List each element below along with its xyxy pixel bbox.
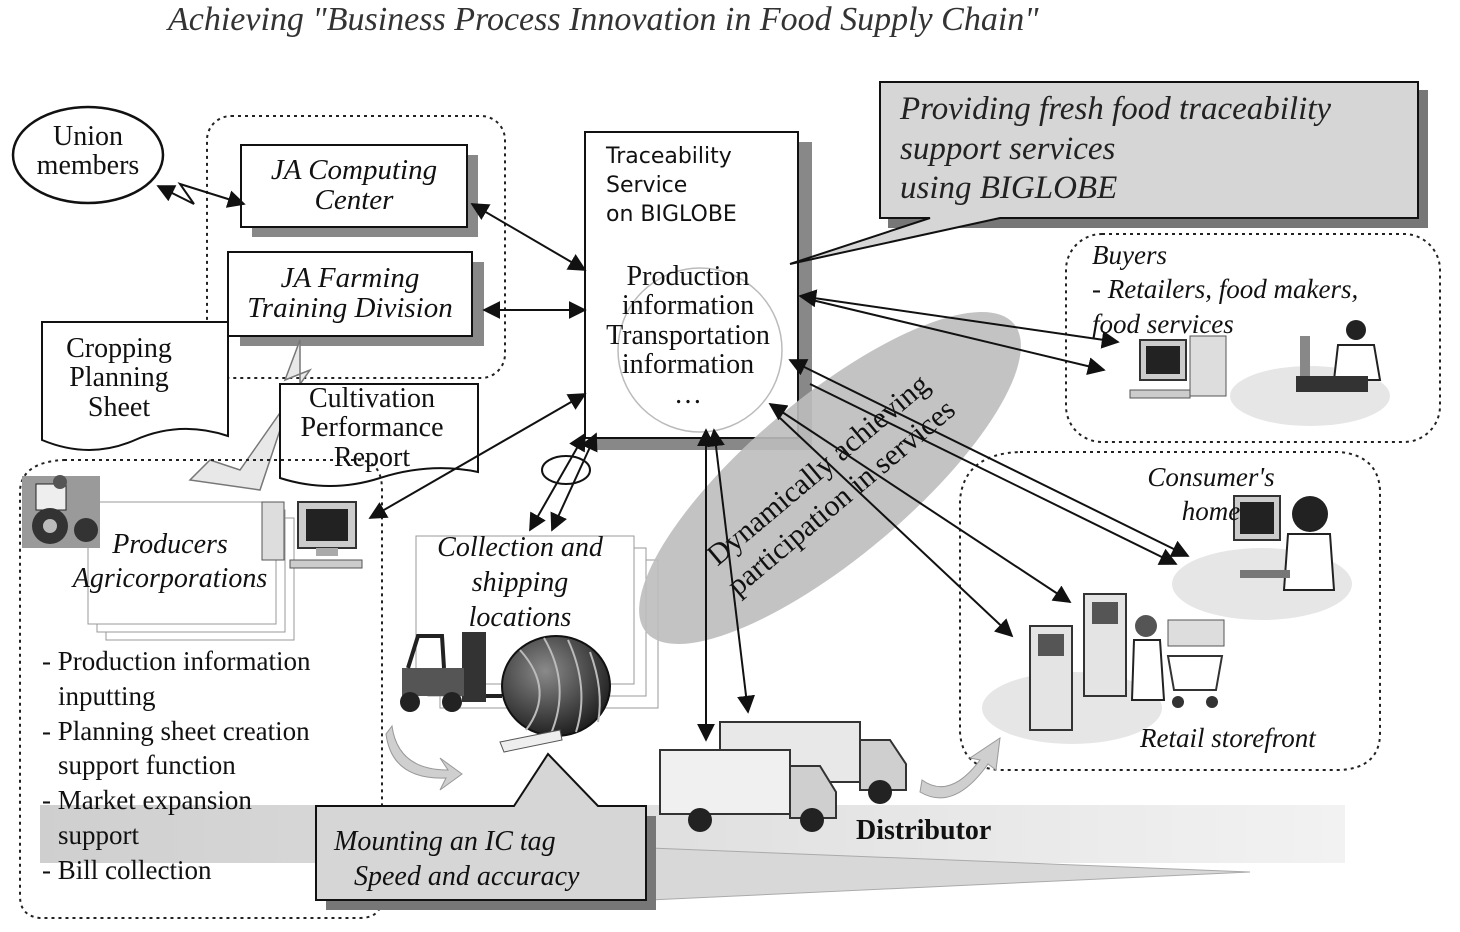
cropping-line-2: Planning	[69, 362, 169, 394]
cultivation-line-2: Performance	[300, 412, 444, 444]
consumer-retail-container	[959, 451, 1381, 771]
callout-line-1: Providing fresh food traceability	[900, 91, 1332, 127]
buyers-label: Buyers - Retailers, food makers, food se…	[1092, 238, 1358, 341]
callout-line-3: using BIGLOBE	[900, 170, 1118, 207]
ja-computing-line-2: Center	[314, 184, 394, 217]
curved-arrow-left	[385, 724, 463, 791]
producers-computer-icon	[261, 501, 363, 569]
consumer-line-1: Consumer's	[1147, 462, 1275, 492]
buyers-line-1: Buyers	[1092, 240, 1167, 270]
producer-functions-list: - Production information inputting - Pla…	[42, 644, 310, 888]
curved-arrow-right	[919, 736, 1001, 799]
consumer-label: Consumer's home	[1126, 460, 1296, 529]
traceability-line-1: Traceability	[606, 144, 732, 169]
traceability-box	[584, 131, 812, 450]
ja-farming-line-1: JA Farming	[280, 262, 420, 294]
shopper-cart-icon	[1130, 615, 1225, 708]
collection-label: Collection and shipping locations	[418, 530, 622, 635]
cultivation-line-3: Report	[333, 441, 411, 473]
union-members-label: Union members	[20, 122, 156, 181]
producers-line-1: Producers	[112, 529, 228, 560]
ja-computing-box	[240, 144, 478, 237]
ja-farming-box	[227, 251, 484, 346]
link-ring-icon	[541, 455, 591, 485]
biglobe-callout	[789, 81, 1428, 265]
retail-storefront-label: Retail storefront	[1140, 723, 1316, 753]
function-item: support function	[58, 750, 236, 781]
cultivation-line-1: Cultivation	[309, 383, 435, 414]
biglobe-callout-label: Providing fresh food traceability suppor…	[900, 90, 1331, 209]
kiosk-icon	[1029, 593, 1127, 731]
cropping-line-1: Cropping	[66, 333, 172, 364]
traceability-line-3: on BIGLOBE	[606, 202, 737, 228]
page-title: Achieving "Business Process Innovation i…	[168, 1, 1039, 38]
union-members-line-1: Union	[53, 121, 123, 152]
traceability-service-label: Traceability Service on BIGLOBE	[606, 142, 737, 229]
distributor-label: Distributor	[856, 815, 992, 846]
producers-pages	[87, 501, 295, 641]
collection-line-3: locations	[468, 602, 572, 633]
info-line-ellipsis: …	[674, 378, 702, 410]
buyers-computer-icon	[1129, 335, 1227, 399]
info-line-production-2: information	[621, 290, 755, 322]
producers-line-2: Agricorporations	[72, 563, 268, 595]
ja-computing-line-1: JA Computing	[270, 154, 438, 186]
ic-tag-line-2: Speed and accuracy	[354, 861, 580, 892]
cropping-sheet-doc	[41, 321, 229, 451]
tractor-icon	[22, 475, 100, 548]
ic-tag-line-1: Mounting an IC tag	[334, 826, 556, 857]
truck-icon-front	[659, 749, 837, 832]
traceability-line-2: Service	[606, 173, 688, 199]
cropping-sheet-label: Cropping Planning Sheet	[44, 333, 194, 423]
info-line-transportation-2: information	[621, 349, 755, 381]
ic-tag-callout	[315, 752, 656, 910]
function-item: - Planning sheet creation	[42, 715, 310, 746]
cultivation-report-label: Cultivation Performance Report	[284, 383, 460, 473]
connector-arrows	[156, 182, 1190, 742]
buyers-line-2: - Retailers, food makers,	[1092, 274, 1359, 305]
buyers-container	[1065, 233, 1441, 443]
consumer-person-icon	[1233, 495, 1336, 591]
function-item: - Bill collection	[42, 854, 212, 885]
producers-label: Producers Agricorporations	[52, 528, 288, 596]
function-item: - Production information	[42, 646, 311, 676]
cropping-line-3: Sheet	[87, 391, 151, 423]
callout-line-2: support services	[900, 130, 1116, 167]
union-members-line-2: members	[36, 150, 140, 182]
watermelon-icon	[499, 635, 611, 753]
collection-line-2: shipping	[471, 567, 569, 598]
buyers-line-3: food services	[1092, 308, 1234, 339]
consumer-line-2: home	[1181, 496, 1241, 527]
ja-farming-line-2: Training Division	[247, 292, 453, 325]
forklift-icon	[400, 632, 502, 712]
info-line-production: Production	[626, 261, 750, 292]
function-item: support	[58, 820, 139, 851]
ja-computing-label: JA Computing Center	[241, 155, 467, 216]
function-item: - Market expansion	[42, 785, 252, 816]
ic-tag-label: Mounting an IC tag Speed and accuracy	[334, 824, 579, 894]
union-members-ellipse	[11, 105, 165, 205]
collection-line-1: Collection and	[437, 532, 603, 563]
info-items-label: Production information Transportation in…	[585, 262, 791, 409]
function-item: inputting	[58, 680, 156, 711]
buyer-person-icon	[1296, 320, 1382, 392]
info-line-transportation: Transportation	[606, 319, 770, 351]
ja-farming-label: JA Farming Training Division	[228, 263, 472, 324]
